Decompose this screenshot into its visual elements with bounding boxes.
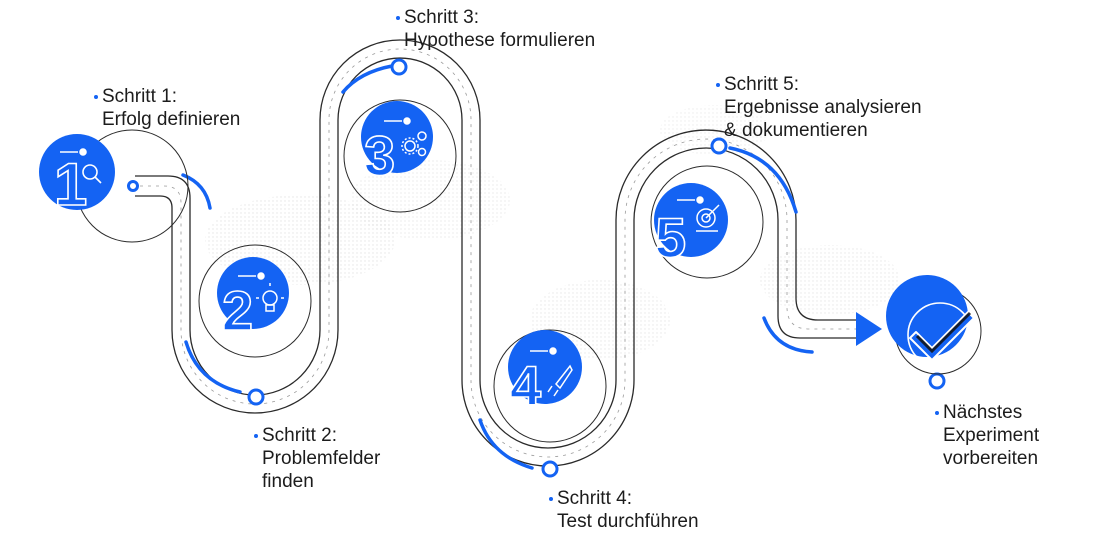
road-node-2 [247, 388, 265, 406]
step-number-4: 4 [510, 354, 541, 417]
step-subtitle-5b: & dokumentieren [724, 120, 868, 141]
accent-arc-2 [184, 340, 242, 394]
step-label-1: Schritt 1: Erfolg definieren [94, 85, 241, 131]
final-line-1: Nächstes [943, 402, 1023, 423]
final-badge [886, 275, 982, 375]
step-badge-2: 2 [198, 244, 312, 358]
step-number-2: 2 [222, 279, 253, 342]
step-subtitle-5: Ergebnisse analysieren [724, 97, 922, 118]
label-bullet [396, 16, 400, 20]
step-title-5: Schritt 5: [724, 74, 799, 95]
target-icon [677, 196, 720, 232]
step-number-1: 1 [54, 151, 87, 218]
step-subtitle-2: Problemfelder [262, 448, 381, 469]
label-bullet [935, 411, 939, 415]
accent-arc-3 [341, 64, 394, 94]
step-badge-5: 5 [650, 165, 764, 279]
accent-arc-6 [762, 316, 814, 354]
step-title-1: Schritt 1: [102, 86, 177, 107]
final-line-2: Experiment [943, 425, 1040, 446]
accent-arc-1 [181, 173, 212, 210]
magnifier-icon [60, 148, 102, 184]
arrow-head-icon [856, 312, 882, 346]
step-label-3: Schritt 3: Hypothese formulieren [396, 6, 596, 52]
road-node-final [928, 372, 946, 390]
rocket-icon [530, 347, 573, 397]
accent-arcs [181, 64, 814, 470]
accent-arc-4 [478, 418, 534, 470]
step-label-2: Schritt 2: Problemfelder finden [254, 424, 381, 493]
step-subtitle-4: Test durchführen [557, 511, 699, 532]
gears-icon [384, 117, 427, 157]
road-node-3 [390, 58, 408, 76]
label-bullet [716, 83, 720, 87]
road-node-4 [541, 460, 559, 478]
step-badge-1: 1 [39, 129, 189, 243]
step-badge-4: 4 [493, 329, 607, 443]
label-bullet [549, 497, 553, 501]
step-number-5: 5 [655, 206, 686, 269]
lightbulb-icon [238, 272, 284, 312]
road-node-start [127, 180, 139, 192]
label-bullet [254, 434, 258, 438]
final-line-3: vorbereiten [943, 448, 1039, 469]
accent-arc-5 [728, 146, 798, 214]
step-title-2: Schritt 2: [262, 425, 337, 446]
step-subtitle-1: Erfolg definieren [102, 109, 241, 130]
step-title-3: Schritt 3: [404, 7, 479, 28]
step-subtitle-3: Hypothese formulieren [404, 30, 596, 51]
label-bullet [94, 95, 98, 99]
step-number-3: 3 [364, 124, 395, 187]
step-title-4: Schritt 4: [557, 488, 632, 509]
step-badge-3: 3 [343, 99, 457, 213]
step-subtitle-2b: finden [262, 471, 314, 492]
step-label-4: Schritt 4: Test durchführen [549, 487, 699, 533]
road-nodes [127, 58, 946, 478]
final-label: Nächstes Experiment vorbereiten [935, 401, 1040, 470]
road-node-5 [710, 137, 728, 155]
step-label-5: Schritt 5: Ergebnisse analysieren & doku… [716, 73, 922, 142]
